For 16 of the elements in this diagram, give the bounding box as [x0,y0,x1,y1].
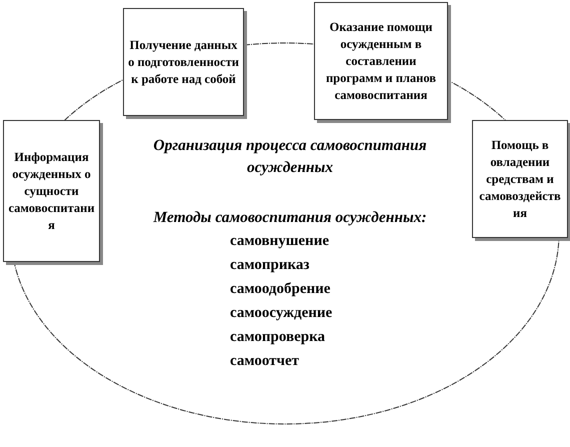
method-item: самоприказ [230,256,310,274]
section-heading: Методы самовоспитания осужденных: [152,208,428,228]
text-box [472,120,568,238]
text-box [123,8,244,116]
method-item: самовнушение [230,232,329,250]
method-item: самоодобрение [230,280,330,298]
method-item: самоотчет [230,352,300,370]
region-heading: Организация процесса самовоспитания осужденных [152,136,428,178]
box-text: Информация осужденных о сущности самовоспитания [7,148,96,234]
method-item: самоосуждение [230,304,332,322]
box-text: Оказание помощи осужденным в составлении программ и планов самовоспитания [324,18,438,104]
box-text: Получение данных о подготовленности к работе над собой [127,36,240,88]
method-item: самопроверка [230,328,325,346]
text-box [314,2,448,120]
text-box [3,120,100,262]
box-text: Помощь в овладении средствам и самовоздействия [478,136,562,222]
